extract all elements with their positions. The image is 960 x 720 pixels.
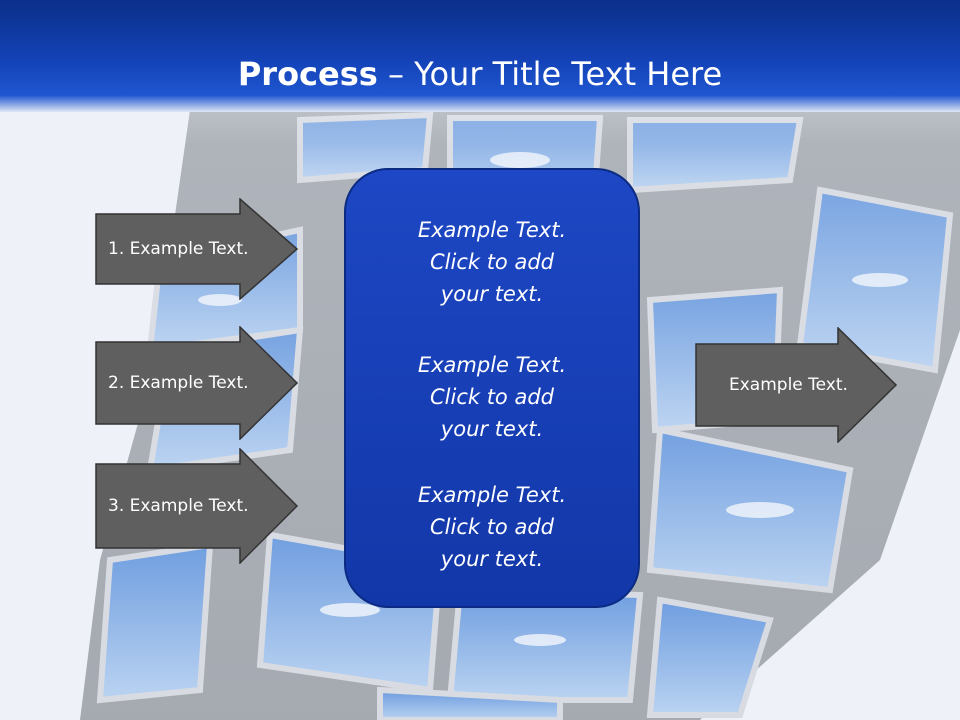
left-arrow-3-label: 3. Example Text. bbox=[108, 496, 249, 516]
center-item-1: Example Text. Click to add your text. bbox=[346, 214, 638, 310]
left-arrow-1-label: 1. Example Text. bbox=[108, 239, 249, 259]
center-item-1-line-2: Click to add bbox=[429, 250, 554, 274]
left-arrow-2[interactable]: 2. Example Text. bbox=[95, 326, 300, 440]
center-item-3-line-3: your text. bbox=[440, 547, 544, 571]
center-item-2-line-3: your text. bbox=[440, 417, 544, 441]
left-arrow-1[interactable]: 1. Example Text. bbox=[95, 198, 300, 300]
center-item-1-line-3: your text. bbox=[440, 282, 544, 306]
slide-title: Process – Your Title Text Here bbox=[0, 52, 960, 96]
header-bar bbox=[0, 0, 960, 112]
center-item-3-line-2: Click to add bbox=[429, 515, 554, 539]
arrow-shape-icon bbox=[695, 327, 898, 443]
title-bold-part: Process bbox=[237, 55, 378, 93]
center-item-3-line-1: Example Text. bbox=[417, 483, 567, 507]
left-arrow-3[interactable]: 3. Example Text. bbox=[95, 448, 300, 564]
arrow-shape-icon bbox=[95, 448, 299, 564]
right-arrow[interactable]: Example Text. bbox=[695, 327, 899, 443]
center-item-2-line-1: Example Text. bbox=[417, 353, 567, 377]
right-arrow-label: Example Text. bbox=[729, 375, 848, 395]
center-item-3: Example Text. Click to add your text. bbox=[346, 479, 638, 575]
center-text-box[interactable]: Example Text. Click to add your text. Ex… bbox=[344, 168, 640, 608]
title-rest-part: – Your Title Text Here bbox=[377, 55, 723, 93]
center-item-2: Example Text. Click to add your text. bbox=[346, 349, 638, 445]
arrow-shape-icon bbox=[95, 326, 299, 440]
left-arrow-2-label: 2. Example Text. bbox=[108, 373, 249, 393]
arrow-shape-icon bbox=[95, 198, 299, 300]
center-item-1-line-1: Example Text. bbox=[417, 218, 567, 242]
center-item-2-line-2: Click to add bbox=[429, 385, 554, 409]
